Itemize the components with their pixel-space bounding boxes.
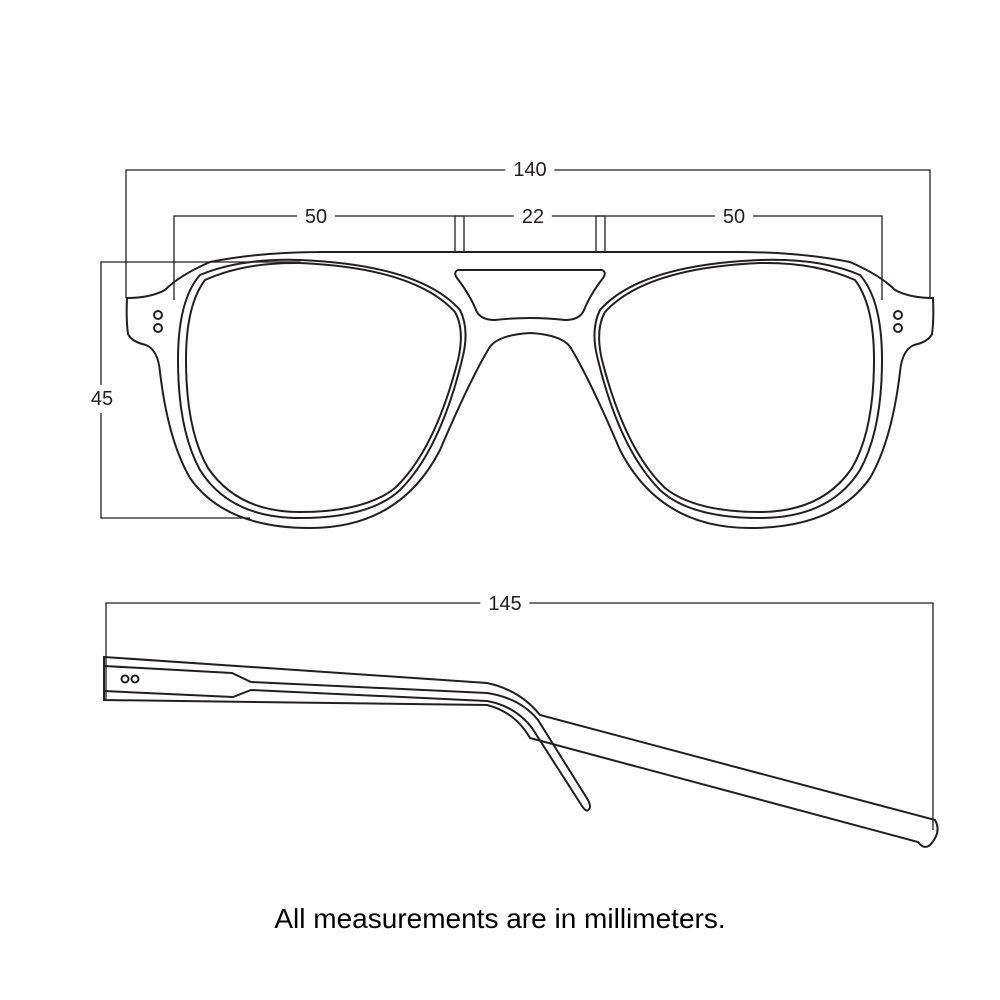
units-note: All measurements are in millimeters. [274,903,726,934]
dim-total-width [125,169,931,298]
hinge-rivet-icon [893,323,903,333]
temple-side [103,655,939,848]
lens-right-inner [598,261,876,514]
lens-right-rim [593,258,884,520]
dim-lens-height [100,261,300,519]
frame-front [125,251,935,530]
temple-inner-top [103,665,591,811]
temple-rivet-icon [130,674,140,684]
label-temple-length: 145 [480,594,530,614]
frame-outline [125,251,935,530]
nose-bridge-bar [454,269,606,322]
label-lens-width-right: 50 [714,207,754,227]
label-lens-height: 45 [90,385,114,413]
hinge-rivet-icon [153,323,163,333]
dim-lens-right [596,215,883,300]
temple-rivet-icon [120,674,130,684]
temple-inner-bottom [103,688,589,812]
label-lens-width-left: 50 [296,207,336,227]
hinge-rivet-icon [893,310,903,320]
lens-left-inner [184,261,462,514]
lens-left-rim [176,258,467,520]
temple-outline [103,655,939,848]
hinge-rivet-icon [153,310,163,320]
label-bridge-width: 22 [513,207,553,227]
label-total-width: 140 [505,160,555,180]
